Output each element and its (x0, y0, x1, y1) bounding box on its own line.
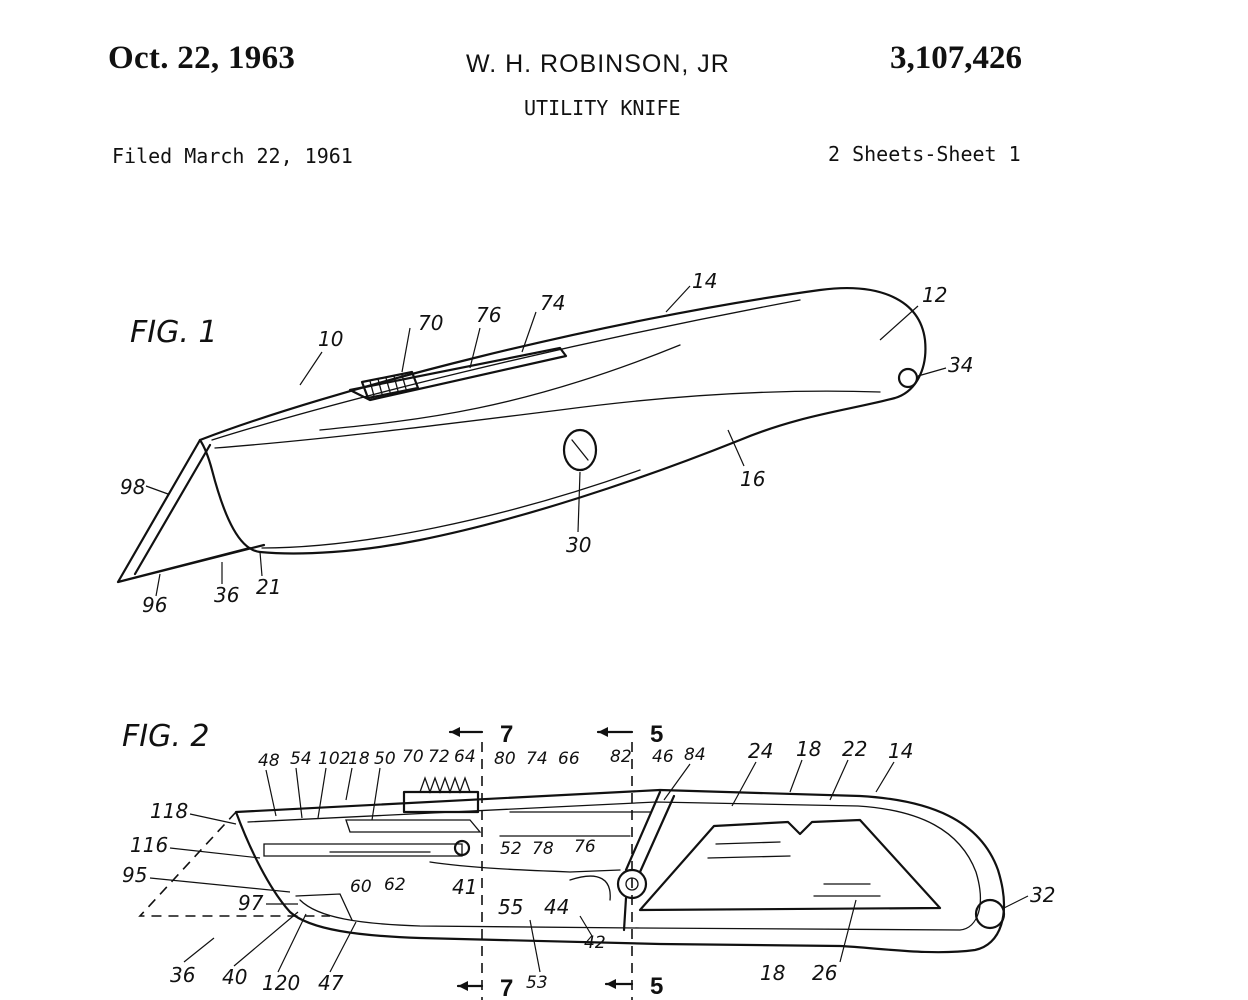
fig1-ref-74: 74 (540, 291, 565, 315)
fig2-ref-118: 118 (150, 799, 188, 823)
fig1-slider-button (360, 370, 420, 400)
fig1-body-outline (198, 287, 927, 555)
fig2-spare-blade (638, 818, 942, 912)
fig2-ref-62: 62 (384, 875, 406, 895)
section-7-bottom: 7 (500, 975, 513, 1000)
fig1-ref-76: 76 (476, 303, 501, 327)
invention-title: UTILITY KNIFE (524, 96, 681, 120)
fig2-ref-40: 40 (222, 965, 247, 989)
fig2-section-7: 7 7 (448, 721, 513, 1000)
fig2-body-outline (234, 788, 1006, 954)
fig1-ref-16: 16 (740, 467, 765, 491)
fig2-ref-76: 76 (574, 837, 596, 857)
patent-date: Oct. 22, 1963 (108, 40, 296, 76)
inventor-name: W. H. ROBINSON, JR (466, 50, 730, 78)
fig1-drawing: FIG. 1 10 70 76 74 1 (116, 269, 973, 617)
fig2-ref-54: 54 (290, 749, 312, 769)
fig2-ref-47: 47 (318, 971, 344, 995)
fig2-ref-18-right: 18 (796, 737, 821, 761)
section-5-top: 5 (650, 721, 663, 748)
fig1-ref-14: 14 (692, 269, 717, 293)
patent-number: 3,107,426 (890, 40, 1022, 76)
fig2-ref-22: 22 (842, 737, 867, 761)
fig2-slider-button (402, 776, 480, 814)
fig2-ref-32: 32 (1030, 883, 1055, 907)
fig2-ref-24: 24 (748, 739, 773, 763)
fig2-ref-14: 14 (888, 739, 913, 763)
fig1-slot (348, 346, 568, 402)
fig2-ref-18-bottom: 18 (760, 961, 785, 985)
fig2-ref-48: 48 (258, 751, 280, 771)
sheet-count: 2 Sheets-Sheet 1 (828, 142, 1021, 166)
fig1-blade (116, 438, 266, 584)
fig2-ref-46: 46 (652, 747, 674, 767)
fig2-ref-26: 26 (812, 961, 837, 985)
fig2-ref-97: 97 (238, 891, 264, 915)
fig2-ref-78: 78 (532, 839, 554, 859)
fig1-ref-36: 36 (214, 583, 239, 607)
fig2-ref-18-top: 18 (348, 749, 370, 769)
fig2-ref-64: 64 (454, 747, 476, 767)
fig2-ref-41: 41 (452, 875, 477, 899)
fig1-label: FIG. 1 (130, 315, 218, 350)
fig1-ref-12: 12 (922, 283, 947, 307)
fig1-ref-30: 30 (566, 533, 591, 557)
fig2-blade-extended (138, 811, 330, 917)
section-5-bottom: 5 (650, 973, 663, 1000)
fig1-ref-10: 10 (318, 327, 343, 351)
fig2-ref-116: 116 (130, 833, 168, 857)
fig2-drawing: FIG. 2 (122, 719, 1055, 1000)
fig1-ref-98: 98 (120, 475, 145, 499)
fig2-ref-52: 52 (500, 839, 522, 859)
fig2-ref-102: 102 (318, 749, 350, 769)
filing-date: Filed March 22, 1961 (112, 144, 353, 168)
fig2-ref-55: 55 (498, 895, 523, 919)
fig2-ref-42: 42 (584, 933, 606, 953)
fig1-screw (562, 428, 598, 472)
fig2-ref-72: 72 (428, 747, 450, 767)
fig2-ref-95: 95 (122, 863, 147, 887)
fig1-ref-96: 96 (142, 593, 167, 617)
fig2-ref-80: 80 (494, 749, 516, 769)
fig2-ref-60: 60 (350, 877, 372, 897)
fig1-ref-34: 34 (948, 353, 973, 377)
section-7-top: 7 (500, 721, 513, 748)
fig2-ref-50: 50 (374, 749, 396, 769)
fig1-hole (897, 367, 919, 389)
fig2-label: FIG. 2 (122, 719, 210, 754)
fig2-ref-82: 82 (610, 747, 632, 767)
fig2-ref-70: 70 (402, 747, 424, 767)
fig2-ref-84: 84 (684, 745, 706, 765)
fig2-ref-53: 53 (526, 973, 548, 993)
fig2-ref-66: 66 (558, 749, 580, 769)
fig2-ref-44: 44 (544, 895, 569, 919)
fig2-hole (974, 898, 1006, 930)
fig2-ref-74: 74 (526, 749, 548, 769)
fig1-ref-70: 70 (418, 311, 443, 335)
fig2-ref-36: 36 (170, 963, 195, 987)
fig1-ref-21: 21 (256, 575, 281, 599)
fig2-section-5: 5 5 (596, 721, 663, 1000)
fig2-ref-120: 120 (262, 971, 300, 995)
